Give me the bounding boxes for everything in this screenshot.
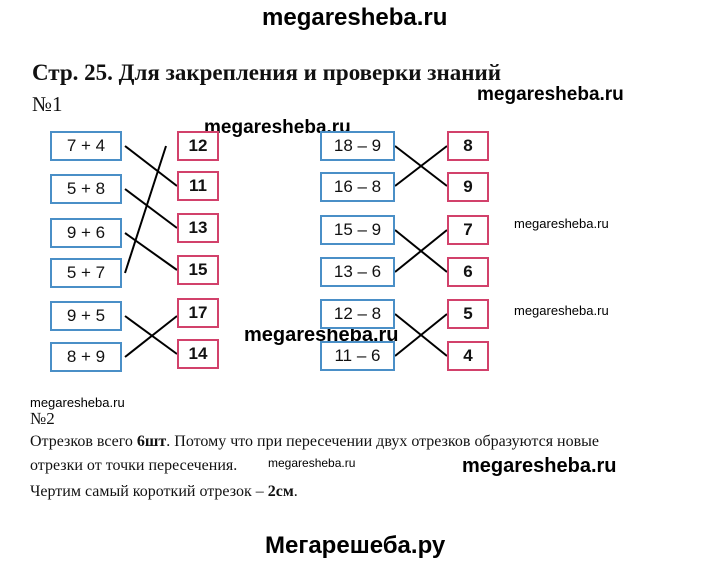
expression-box: 18 – 9 [320, 131, 395, 161]
expression-box: 16 – 8 [320, 172, 395, 202]
task1-label: №1 [32, 92, 63, 116]
line-9plus6-15 [124, 232, 178, 271]
line-7plus4-11 [124, 145, 178, 187]
task2-text: . [293, 483, 298, 500]
watermark-top: megaresheba.ru [262, 4, 448, 31]
line-11minus6-5 [394, 313, 448, 357]
task2-label: №2 [30, 409, 55, 428]
expression-box: 13 – 6 [320, 257, 395, 287]
task2-line-1: Отрезков всего 6шт. Потому что при перес… [30, 430, 599, 454]
answer-box: 17 [177, 298, 219, 328]
line-9plus5-14 [124, 315, 178, 355]
line-5plus8-13 [124, 188, 178, 229]
task2-answer-count: 6шт [136, 433, 167, 450]
expression-box: 12 – 8 [320, 299, 395, 329]
expression-box: 9 + 5 [50, 301, 122, 331]
task2-line-3: Чертим самый короткий отрезок – 2см. [30, 480, 298, 504]
expression-box: 8 + 9 [50, 342, 122, 372]
task2-line-2: отрезки от точки пересечения. [30, 457, 238, 474]
answer-box: 14 [177, 339, 219, 369]
expression-box: 11 – 6 [320, 341, 395, 371]
watermark-side: megaresheba.ru [514, 216, 609, 231]
watermark-small: megaresheba.ru [268, 456, 356, 470]
expression-box: 7 + 4 [50, 131, 122, 161]
watermark-right: megaresheba.ru [462, 455, 617, 477]
task2-text: Отрезков всего [30, 433, 137, 450]
answer-box: 15 [177, 255, 219, 285]
expression-box: 15 – 9 [320, 215, 395, 245]
answer-box: 5 [447, 299, 489, 329]
line-13minus6-7 [394, 229, 448, 273]
line-16minus8-8 [394, 145, 448, 187]
watermark-small: megaresheba.ru [30, 395, 125, 410]
expression-box: 9 + 6 [50, 218, 122, 248]
answer-box: 12 [177, 131, 219, 161]
answer-box: 11 [177, 171, 219, 201]
task2-text: Чертим самый короткий отрезок – [30, 483, 268, 500]
watermark-right: megaresheba.ru [477, 84, 624, 105]
answer-box: 6 [447, 257, 489, 287]
expression-box: 5 + 7 [50, 258, 122, 288]
line-8plus9-17 [124, 315, 178, 358]
watermark-center: megaresheba.ru [244, 324, 399, 346]
answer-box: 4 [447, 341, 489, 371]
watermark-side: megaresheba.ru [514, 303, 609, 318]
answer-box: 8 [447, 131, 489, 161]
page-title: Стр. 25. Для закрепления и проверки знан… [32, 60, 502, 85]
task2-text: . Потому что при пересечении двух отрезк… [166, 433, 600, 450]
answer-box: 13 [177, 213, 219, 243]
task2-answer-length: 2см [267, 483, 294, 500]
watermark-center: megaresheba.ru [204, 117, 351, 138]
expression-box: 5 + 8 [50, 174, 122, 204]
watermark-footer: Мегарешеба.ру [265, 532, 446, 559]
answer-box: 9 [447, 172, 489, 202]
answer-box: 7 [447, 215, 489, 245]
line-5plus7-12 [124, 145, 167, 274]
